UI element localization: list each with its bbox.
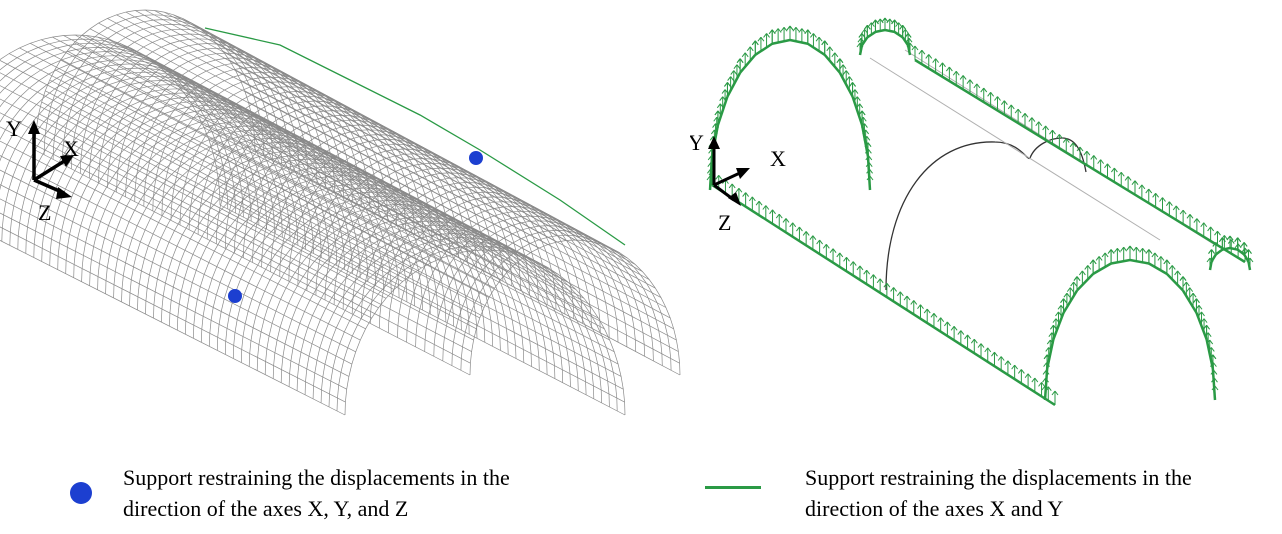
shell-mesh-drawing: Y X Z: [0, 9, 681, 416]
z-axis-label: Z: [38, 200, 51, 225]
x-axis-label: X: [63, 136, 79, 161]
y-axis-label: Y: [690, 130, 704, 155]
support-symbols: [706, 17, 1254, 407]
axis-triad-right: Y X Z: [690, 130, 786, 235]
blue-dot-icon: [70, 482, 92, 504]
support-conditions-drawing: Y X Z: [690, 17, 1254, 407]
roller-support-line: [204, 27, 626, 246]
green-line-icon: [705, 486, 761, 489]
axis-triad-left: Y X Z: [6, 116, 79, 225]
front-vault-mesh: [0, 34, 626, 416]
pin-support-point-lower: [228, 289, 242, 303]
shell-mesh-figure: Y X Z: [0, 0, 690, 430]
shell-outline: [869, 49, 1216, 291]
y-axis-label: Y: [6, 116, 22, 141]
pin-support-point-upper: [469, 151, 483, 165]
legend-text-pin-support: Support restraining the displacements in…: [123, 465, 510, 521]
x-axis-label: X: [770, 146, 786, 171]
legend-text-line-support: Support restraining the displacements in…: [805, 465, 1192, 521]
z-axis-label: Z: [718, 210, 731, 235]
support-conditions-figure: Y X Z: [690, 0, 1282, 430]
